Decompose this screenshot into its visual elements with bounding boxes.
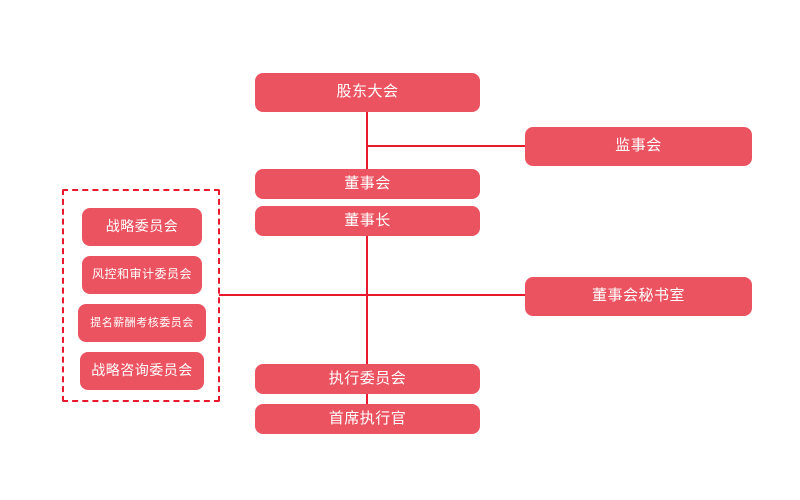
connector-shareholders-to-board (366, 112, 368, 169)
node-strategic-advisory-committee[interactable]: 战略咨询委员会 (80, 352, 204, 390)
committee-group-container (62, 189, 220, 402)
node-shareholders-meeting[interactable]: 股东大会 (255, 73, 480, 112)
node-supervisory-board[interactable]: 监事会 (525, 127, 752, 166)
node-chief-executive-officer[interactable]: 首席执行官 (255, 404, 480, 434)
connector-chairman-to-executive-committee (366, 236, 368, 364)
node-risk-audit-committee[interactable]: 风控和审计委员会 (82, 256, 202, 294)
connector-executive-committee-to-ceo (366, 394, 368, 404)
node-chairman[interactable]: 董事长 (255, 206, 480, 236)
node-board-secretary-office[interactable]: 董事会秘书室 (525, 277, 752, 316)
node-executive-committee[interactable]: 执行委员会 (255, 364, 480, 394)
node-nomination-compensation-committee[interactable]: 提名薪酬考核委员会 (78, 304, 206, 342)
node-strategy-committee[interactable]: 战略委员会 (82, 208, 202, 246)
connector-committees-to-secretary-office (219, 294, 526, 296)
node-board-of-directors[interactable]: 董事会 (255, 169, 480, 199)
connector-branch-to-supervisory-board (366, 145, 526, 147)
